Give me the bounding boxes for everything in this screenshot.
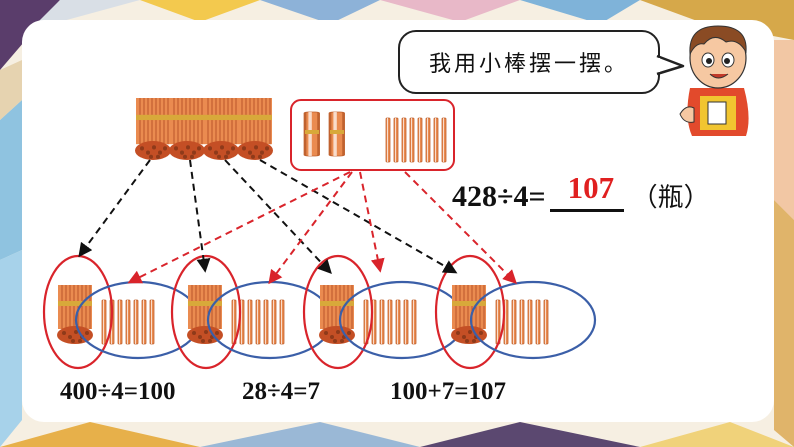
single-stick-icon bbox=[409, 117, 415, 163]
stick-bundle-icon bbox=[236, 97, 274, 161]
single-stick-icon bbox=[433, 117, 439, 163]
single-stick-icon bbox=[417, 117, 423, 163]
single-stick-icon bbox=[425, 117, 431, 163]
tens-circle bbox=[338, 280, 466, 360]
red-dashed-arrow bbox=[404, 171, 517, 284]
single-stick-icon bbox=[279, 299, 285, 345]
hundreds-circle bbox=[170, 254, 242, 370]
single-stick-icon bbox=[393, 117, 399, 163]
stick-bundle-icon bbox=[56, 284, 94, 345]
single-stick-icon bbox=[117, 299, 123, 345]
single-stick-icon bbox=[411, 299, 417, 345]
single-stick-icon bbox=[395, 299, 401, 345]
black-dashed-arrow bbox=[259, 159, 458, 274]
black-dashed-arrow bbox=[224, 159, 332, 275]
calculation-3: 100+7=107 bbox=[390, 378, 506, 405]
hundreds-circle bbox=[302, 254, 374, 370]
equation-answer: 107 bbox=[567, 170, 615, 205]
speech-bubble-tail bbox=[655, 54, 685, 76]
single-stick-icon bbox=[401, 117, 407, 163]
tens-circle bbox=[206, 280, 334, 360]
calculation-2: 28÷4=7 bbox=[242, 378, 320, 405]
red-dashed-arrow bbox=[359, 171, 385, 273]
red-dashed-arrow bbox=[127, 171, 351, 284]
single-stick-icon bbox=[263, 299, 269, 345]
single-stick-icon bbox=[271, 299, 277, 345]
hundreds-circle bbox=[42, 254, 114, 370]
stick-bundle-icon bbox=[134, 97, 172, 161]
hundreds-circle bbox=[434, 254, 506, 370]
stick-bundle-icon bbox=[450, 284, 488, 345]
single-stick-icon bbox=[379, 299, 385, 345]
answer-blank: 107 bbox=[549, 170, 628, 214]
single-stick-icon bbox=[247, 299, 253, 345]
stick-bundle-icon bbox=[202, 97, 240, 161]
single-stick-icon bbox=[255, 299, 261, 345]
division-equation: 428÷4= 107 （瓶） bbox=[452, 170, 710, 214]
speech-bubble: 我用小棒摆一摆。 bbox=[398, 30, 660, 94]
red-dashed-arrow bbox=[268, 171, 353, 285]
tens-circle bbox=[469, 280, 597, 360]
bundle-band bbox=[330, 130, 344, 134]
single-stick-icon bbox=[441, 117, 447, 163]
answer-underline bbox=[549, 209, 624, 212]
stick-bundle-icon bbox=[186, 284, 224, 345]
single-stick-icon bbox=[125, 299, 131, 345]
equation-unit: （瓶） bbox=[631, 183, 710, 213]
single-stick-icon bbox=[535, 299, 541, 345]
speech-bubble-text: 我用小棒摆一摆。 bbox=[428, 52, 629, 77]
single-stick-icon bbox=[101, 299, 107, 345]
equation-expression: 428÷4= bbox=[452, 180, 546, 213]
bundle-band bbox=[305, 130, 319, 134]
boy-character-icon bbox=[679, 25, 749, 136]
stick-bundle-icon bbox=[318, 284, 356, 345]
single-stick-icon bbox=[527, 299, 533, 345]
single-stick-icon bbox=[403, 299, 409, 345]
single-stick-icon bbox=[141, 299, 147, 345]
stick-bundle-icon bbox=[168, 97, 206, 161]
black-dashed-arrow bbox=[78, 159, 151, 258]
single-stick-icon bbox=[133, 299, 139, 345]
single-stick-icon bbox=[387, 299, 393, 345]
black-dashed-arrow bbox=[189, 159, 211, 273]
single-stick-icon bbox=[511, 299, 517, 345]
ones-group-box bbox=[290, 99, 455, 171]
single-stick-icon bbox=[543, 299, 549, 345]
single-stick-icon bbox=[519, 299, 525, 345]
single-stick-icon bbox=[149, 299, 155, 345]
calculation-1: 400÷4=100 bbox=[60, 378, 176, 405]
single-stick-icon bbox=[385, 117, 391, 163]
